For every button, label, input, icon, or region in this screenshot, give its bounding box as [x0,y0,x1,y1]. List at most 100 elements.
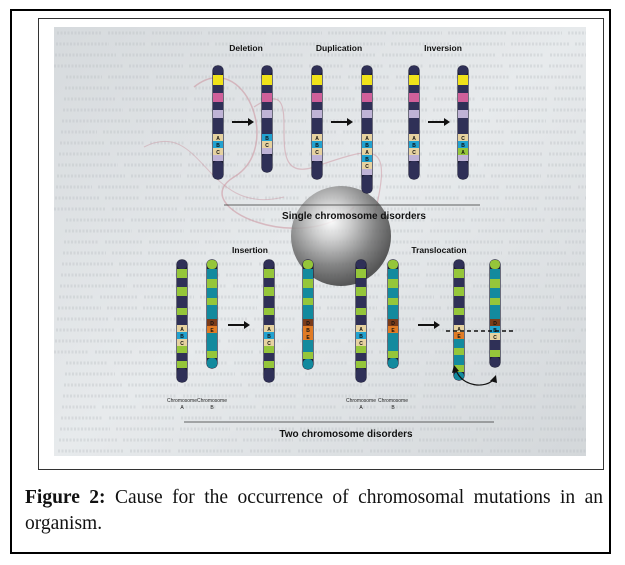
chromosome-band [264,260,274,269]
chromosome-band [312,118,322,134]
chromosome-band [177,339,187,346]
chromosome-band [362,110,372,118]
band-letter: B [315,143,319,149]
chromosome-band [388,305,398,319]
chromosome-band [356,332,366,339]
chromosome-band [264,308,274,315]
chromosome-band [454,296,464,308]
chromosome-band [490,298,500,305]
chromosome-band [312,148,322,155]
chromosome-band [207,269,217,279]
band-letter: D [306,321,310,327]
chromosome-band [312,93,322,102]
band-letter: D [391,321,395,327]
band-letter: C [265,143,269,149]
chromosome-band [207,351,217,358]
chromosome-band [264,315,274,325]
chromosome-band [490,269,500,279]
chromosome-band [356,346,366,353]
chromosome-band [454,287,464,296]
chromosome-band [213,134,223,141]
chromosome-band [356,339,366,346]
chromosome-band [356,296,366,308]
band-letter: B [216,143,220,149]
chromosome-band [177,325,187,332]
chromosome-band [264,353,274,361]
chromosome-band [207,319,217,326]
chromosome-band [409,93,419,102]
chromosome-band [213,118,223,134]
label-chromosome-a-word: Chromosome [346,398,376,404]
heading-translocation: Translocation [411,245,466,255]
chromosome-band [458,141,468,148]
chromosome-band [454,315,464,325]
label-chromosome-b-word: Chromosome [197,398,227,404]
band-letter: B [306,328,310,334]
dna-strand-squiggle [253,98,383,218]
label-chromosome-b-word: Chromosome [378,398,408,404]
chromosome-band [262,148,272,154]
chromosome-band [388,319,398,326]
chromosome-band [490,260,500,269]
chromosome-band [264,278,274,287]
chromosome-band [312,134,322,141]
band-letter: C [461,136,465,142]
chromosome-band [388,279,398,288]
chromosome-band [262,93,272,102]
chromosome-band [388,333,398,351]
chromosome-band [264,368,274,382]
chromosome-band [213,110,223,118]
chromosome-band [409,110,419,118]
chromosome-band [264,287,274,296]
chromosome-band [356,353,366,361]
chromosome-band [213,148,223,155]
chromosome-band [177,332,187,339]
arrow [228,321,250,329]
chromosome-band [303,352,313,359]
chromosome-band [177,308,187,315]
chromosome-band [303,340,313,352]
chromosome-band [262,134,272,141]
band-letter: A [457,327,461,333]
chromosome-deleted: BC [261,65,273,173]
chromosome-original: ABC [212,65,224,180]
chromosome-band [362,141,372,148]
arrow [232,118,254,126]
chromosome-band [177,269,187,278]
chromosome-band [262,102,272,110]
chromosome-band [388,351,398,358]
label-two-chromosome-disorders: Two chromosome disorders [279,429,413,440]
chromosome-band [213,155,223,161]
label-single-chromosome-disorders: Single chromosome disorders [282,211,426,222]
chromosome-band [262,75,272,85]
chromosome-band [362,169,372,175]
band-letter: A [359,327,363,333]
chromosome-b: DE [387,259,399,369]
chromosome-band [362,85,372,93]
chromosome-band [458,148,468,155]
chromosome-band [490,326,500,333]
label-chromosome-a-letter: A [359,405,363,411]
chromosome-band [312,155,322,161]
chromosome-band [312,102,322,110]
chromosome-band [362,155,372,162]
chromosome-band [312,85,322,93]
chromosome-band [356,287,366,296]
band-letter: E [457,334,461,340]
band-letter: D [493,321,497,327]
chromosome-a: ABC [355,259,367,383]
chromosome-band [409,75,419,85]
chromosome-band [303,326,313,333]
chromosome-band [454,355,464,365]
band-letter: A [315,136,319,142]
chromosome-band [388,298,398,305]
band-letter: A [267,327,271,333]
chromosome-band [409,161,419,179]
chromosome-band [458,102,468,110]
chromosome-band [177,278,187,287]
band-letter: E [210,328,214,334]
chromosome-band [264,346,274,353]
figure-caption: Figure 2: Cause for the occurrence of ch… [25,485,603,537]
chromosome-band [490,279,500,288]
